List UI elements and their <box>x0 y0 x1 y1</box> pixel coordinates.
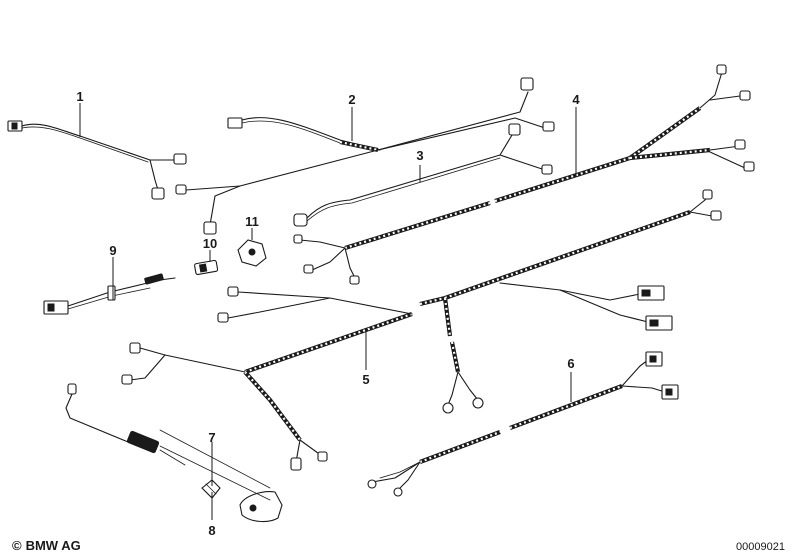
part-10-connector[interactable] <box>194 259 219 276</box>
drawing-number: 00009021 <box>736 541 785 553</box>
callout-9: 9 <box>109 243 116 258</box>
connector-cable-assembly[interactable] <box>65 383 271 501</box>
part-1-wiring-harness[interactable] <box>7 120 187 200</box>
brand-name: BMW AG <box>25 538 81 553</box>
part-2-wiring-harness[interactable] <box>175 77 555 235</box>
callout-3: 3 <box>416 148 423 163</box>
callout-2: 2 <box>348 92 355 107</box>
part-4-wiring-harness[interactable] <box>293 64 755 285</box>
callout-6: 6 <box>567 356 574 371</box>
part-7-connector[interactable] <box>201 479 221 499</box>
copyright-icon: © <box>12 538 22 553</box>
callout-7: 7 <box>208 430 215 445</box>
part-5-wiring-harness[interactable] <box>121 189 722 471</box>
callout-11: 11 <box>245 214 259 229</box>
callout-1: 1 <box>76 89 83 104</box>
callout-5: 5 <box>362 372 369 387</box>
part-6-wiring-harness[interactable] <box>367 351 679 497</box>
part-9-wiring-harness[interactable] <box>43 273 176 315</box>
callout-4: 4 <box>572 92 580 107</box>
callout-8: 8 <box>208 523 215 538</box>
part-11-connector-housing[interactable] <box>237 239 267 267</box>
callout-10: 10 <box>203 236 217 251</box>
part-3-wiring-harness[interactable] <box>293 123 553 227</box>
part-8-connector-cap[interactable] <box>239 491 283 523</box>
copyright-notice: © BMW AG <box>12 538 81 553</box>
